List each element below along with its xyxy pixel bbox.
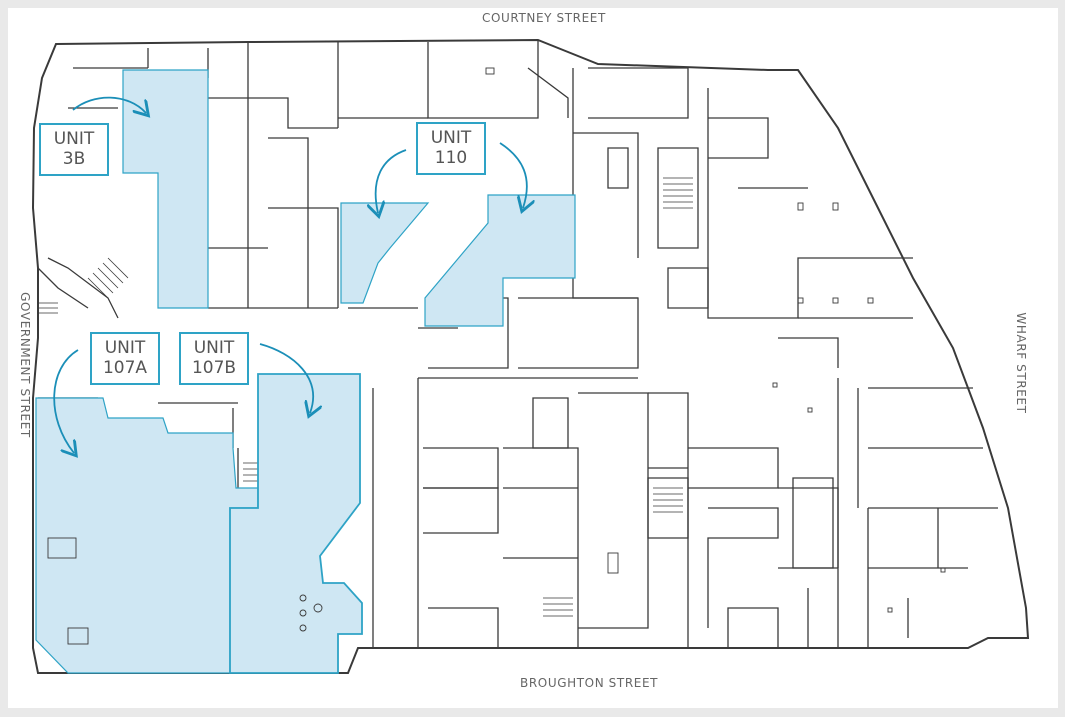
building-outline	[31, 38, 1030, 674]
arrow-unit-110-west	[376, 149, 407, 213]
unit-110-area-east[interactable]	[424, 194, 576, 327]
unit-label-3b-line1: UNIT	[53, 129, 95, 149]
floor-plan-map: COURTNEY STREET BROUGHTON STREET GOVERNM…	[8, 8, 1058, 708]
unit-label-107a-line2: 107A	[102, 358, 148, 378]
unit-label-107b-line1: UNIT	[193, 338, 235, 358]
floor-plan-drawing	[31, 38, 1030, 674]
unit-label-110-line2: 110	[434, 148, 468, 168]
unit-107a-area[interactable]	[35, 397, 259, 674]
arrow-unit-107a	[53, 349, 79, 453]
arrow-unit-110-east	[499, 142, 527, 208]
unit-label-107b[interactable]: UNIT 107B	[179, 332, 249, 385]
fixtures	[47, 67, 946, 645]
street-label-east: WHARF STREET	[1014, 312, 1028, 414]
arrow-unit-3b	[72, 96, 146, 113]
unit-label-110[interactable]: UNIT 110	[416, 122, 486, 175]
unit-arrows	[53, 96, 527, 453]
unit-3b-area[interactable]	[122, 69, 209, 309]
stairs	[38, 177, 693, 617]
unit-label-3b-line2: 3B	[62, 149, 86, 169]
unit-107b-area[interactable]	[229, 373, 363, 674]
unit-label-107a-line1: UNIT	[104, 338, 146, 358]
unit-label-3b[interactable]: UNIT 3B	[39, 123, 109, 176]
unit-label-110-line1: UNIT	[430, 128, 472, 148]
street-label-west: GOVERNMENT STREET	[18, 292, 32, 438]
street-label-north: COURTNEY STREET	[482, 11, 606, 25]
street-label-south: BROUGHTON STREET	[520, 676, 659, 690]
highlighted-units	[35, 69, 576, 674]
unit-label-107b-line2: 107B	[191, 358, 237, 378]
arrow-unit-107b	[259, 343, 313, 413]
interior-walls	[37, 40, 998, 648]
unit-label-107a[interactable]: UNIT 107A	[90, 332, 160, 385]
unit-110-area-west[interactable]	[340, 202, 430, 304]
